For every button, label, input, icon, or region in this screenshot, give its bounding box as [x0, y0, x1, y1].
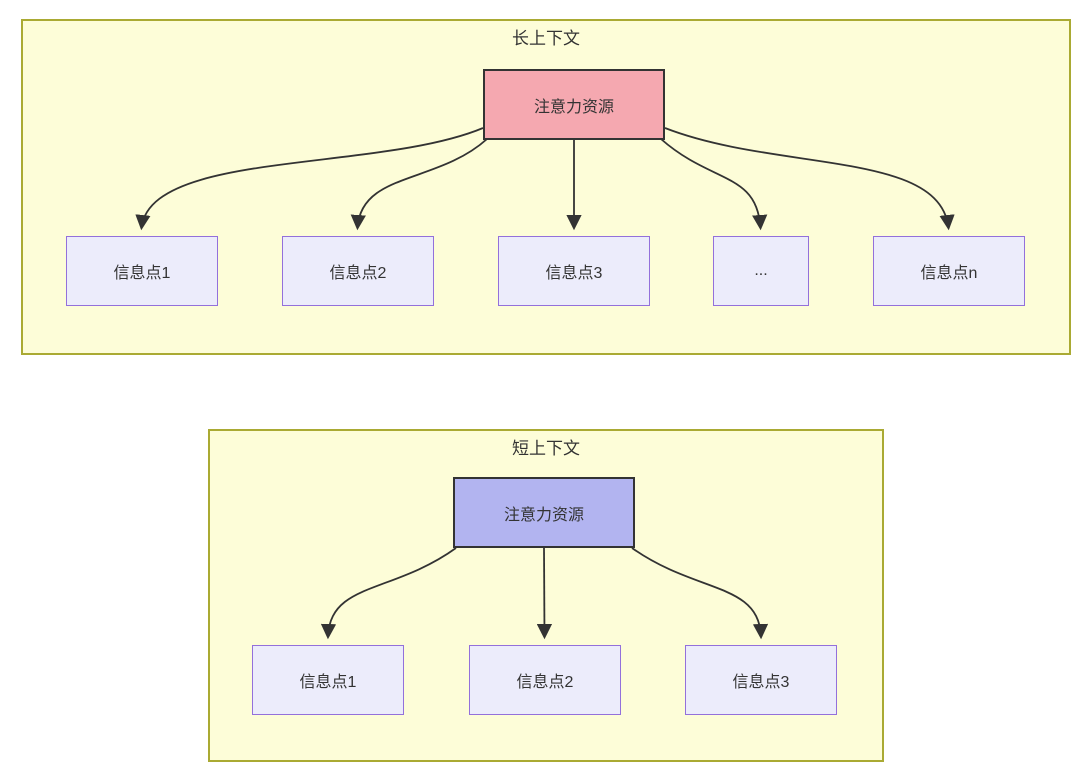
- long-context-title: 长上下文: [512, 29, 580, 48]
- node-attention-short: 注意力资源: [453, 477, 635, 548]
- node-long-ellipsis: ...: [713, 236, 809, 306]
- node-long-info1: 信息点1: [66, 236, 218, 306]
- node-long-info3: 信息点3: [498, 236, 650, 306]
- node-long-info2: 信息点2: [282, 236, 434, 306]
- node-short-info2: 信息点2: [469, 645, 621, 715]
- node-attention-long: 注意力资源: [483, 69, 665, 140]
- node-long-infon: 信息点n: [873, 236, 1025, 306]
- node-short-info1: 信息点1: [252, 645, 404, 715]
- short-context-title: 短上下文: [512, 439, 580, 458]
- node-short-info3: 信息点3: [685, 645, 837, 715]
